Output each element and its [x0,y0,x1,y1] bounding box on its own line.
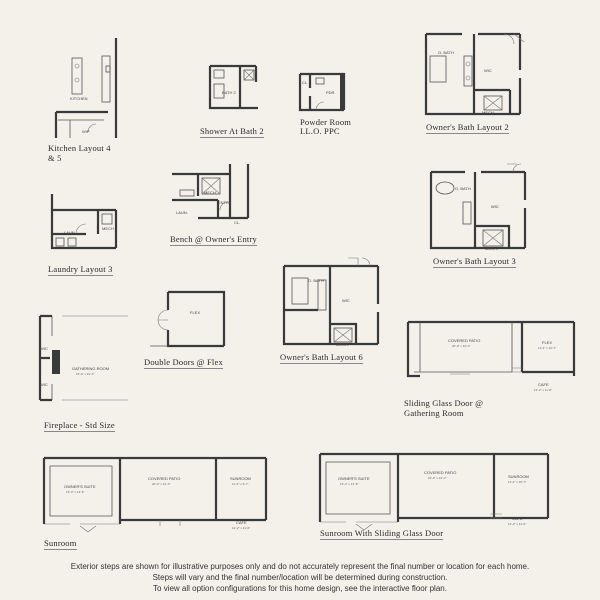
mech-label: MECH. [485,246,498,251]
disclaimer-line-2: Steps will vary and the final number/loc… [152,573,448,582]
shower-bath2-title: Shower At Bath 2 [200,126,264,138]
owners-suite-dim: 15'-4" x 13'-8" [340,482,359,486]
owners-bath6-title: Owner's Bath Layout 6 [280,352,363,364]
flex-label: FLEX [542,340,553,345]
sunroom-label: SUNROOM [230,476,251,481]
sliding-door-gathering-drawing [406,320,576,378]
fireplace-drawing [38,314,128,402]
kitchen-layout-title: Kitchen Layout 4 & 5 [48,143,111,163]
entry-label: ENTRY [218,200,232,205]
sunroom-sliding-plan[interactable]: OWNER'S SUITE 15'-4" x 13'-8" COVERED PA… [316,448,556,548]
covered-patio-label: COVERED PATIO [424,470,457,475]
owners-suite-label: OWNER'S SUITE [64,484,96,489]
powder-room-drawing [298,72,346,112]
laun-label: LAUN. [64,230,76,235]
owners-bath2-drawing [424,32,525,116]
fireplace-title: Fireplace - Std Size [44,420,115,432]
sunroom-sliding-title: Sunroom With Sliding Glass Door [320,528,444,540]
powder-room-title: Powder Room I.L.O. PPC [300,117,352,136]
cafe-label: CAFE [538,382,549,387]
wic-label: WIC [484,68,492,73]
owners-bath3-title: Owner's Bath Layout 3 [433,256,516,268]
laun-label: LAUN. [176,210,188,215]
kitchen-layout-plan[interactable]: KITCHEN WIP Kitchen Layout 4 & 5 [48,36,128,166]
bench-entry-title: Bench @ Owner's Entry [170,234,257,246]
double-doors-plan[interactable]: FLEX Double Doors @ Flex [140,290,235,375]
gathering-room-label: GATHERING ROOM [72,366,110,371]
powder-room-plan[interactable]: CL. PDR. Powder Room I.L.O. PPC [296,70,376,140]
wic-upper-label: WIC [40,346,48,351]
double-doors-drawing [150,290,226,348]
obath-label: O. BATH [438,50,454,55]
sunroom-dim: 11'-4" x 10'-7" [508,480,527,484]
covered-patio-dim: 20'-0" x 10'-0" [152,482,171,486]
owners-bath2-plan[interactable]: O. BATH WIC MECH. Owner's Bath Layout 2 [420,30,535,135]
cl-label: CL. [302,80,309,85]
mech-label: MECH [204,190,216,195]
cl-label: CL. [234,220,241,225]
sunroom-label: SUNROOM [508,474,529,479]
covered-patio-dim: 20'-0" x 10'-0" [428,476,447,480]
owners-bath6-plan[interactable]: O. BATH WIC MECH. Owner's Bath Layout 6 [278,254,398,366]
sunroom-title: Sunroom [44,538,77,550]
pdr-label: PDR. [326,90,336,95]
owners-bath3-plan[interactable]: O. BATH WIC MECH. Owner's Bath Layout 3 [425,160,540,268]
owners-bath3-drawing [429,163,527,250]
bench-entry-drawing [172,164,250,220]
covered-patio-label: COVERED PATIO [148,476,181,481]
wic-label: WIC [342,298,350,303]
owners-bath6-drawing [282,257,380,346]
kitchen-layout-drawing [54,38,118,138]
sliding-door-gathering-title: Sliding Glass Door @ Gathering Room [404,398,484,418]
sunroom-sliding-drawing [318,452,550,531]
mech-label: MECH. [336,342,349,347]
owners-suite-label: OWNER'S SUITE [338,476,370,481]
owners-suite-dim: 15'-4" x 13'-8" [66,490,85,494]
shower-bath2-drawing [208,64,258,110]
mech-label: MECH. [482,110,495,115]
shower-bath2-plan[interactable]: BATH 2 Shower At Bath 2 [200,62,280,138]
double-doors-title: Double Doors @ Flex [144,357,223,369]
owners-bath2-title: Owner's Bath Layout 2 [426,122,509,134]
disclaimer-line-1: Exterior steps are shown for illustrativ… [70,562,530,571]
cafe-dim: 12'-2" x 11'-0" [534,388,553,392]
obath-label: O. BATH [308,278,324,283]
cafe-dim: 12'-2" x 11'-0" [508,522,527,526]
flex-label: FLEX [190,310,201,315]
gathering-room-dim: 15'-6" x 16'-3" [76,372,95,376]
cafe-label: CAFE [236,520,247,525]
covered-patio-label: COVERED PATIO [448,338,481,343]
flex-dim: 11'-4" x 10'-7" [538,346,557,350]
covered-patio-dim: 20'-0" x 10'-0" [452,344,471,348]
disclaimer: Exterior steps are shown for illustrativ… [0,561,600,594]
sliding-door-gathering-plan[interactable]: COVERED PATIO 20'-0" x 10'-0" FLEX 11'-4… [400,316,580,422]
laundry-layout-drawing [50,194,118,250]
fireplace-plan[interactable]: WIC WIC GATHERING ROOM 15'-6" x 16'-3" F… [38,310,143,435]
bath2-label: BATH 2 [222,90,236,95]
sunroom-dim: 11'-4" x 9'-7" [232,482,249,486]
kitchen-label: KITCHEN [70,96,88,101]
laundry-layout-plan[interactable]: LAUN. MECH Laundry Layout 3 [46,190,136,280]
disclaimer-line-3: To view all option configurations for th… [153,584,447,593]
mech-label: MECH [102,226,114,231]
cafe-label: CAFE [512,516,523,521]
sunroom-plan[interactable]: OWNER'S SUITE 15'-4" x 13'-8" COVERED PA… [40,454,280,554]
obath-label: O. BATH [455,186,471,191]
laundry-layout-title: Laundry Layout 3 [48,264,113,276]
wic-lower-label: WIC [40,382,48,387]
bench-entry-plan[interactable]: LAUN. ENTRY MECH CL. Bench @ Owner's Ent… [168,160,273,250]
wic-label: WIC [491,204,499,209]
wip-label: WIP [82,129,90,134]
cafe-dim: 12'-2" x 11'-0" [232,526,251,530]
sunroom-drawing [42,456,268,533]
